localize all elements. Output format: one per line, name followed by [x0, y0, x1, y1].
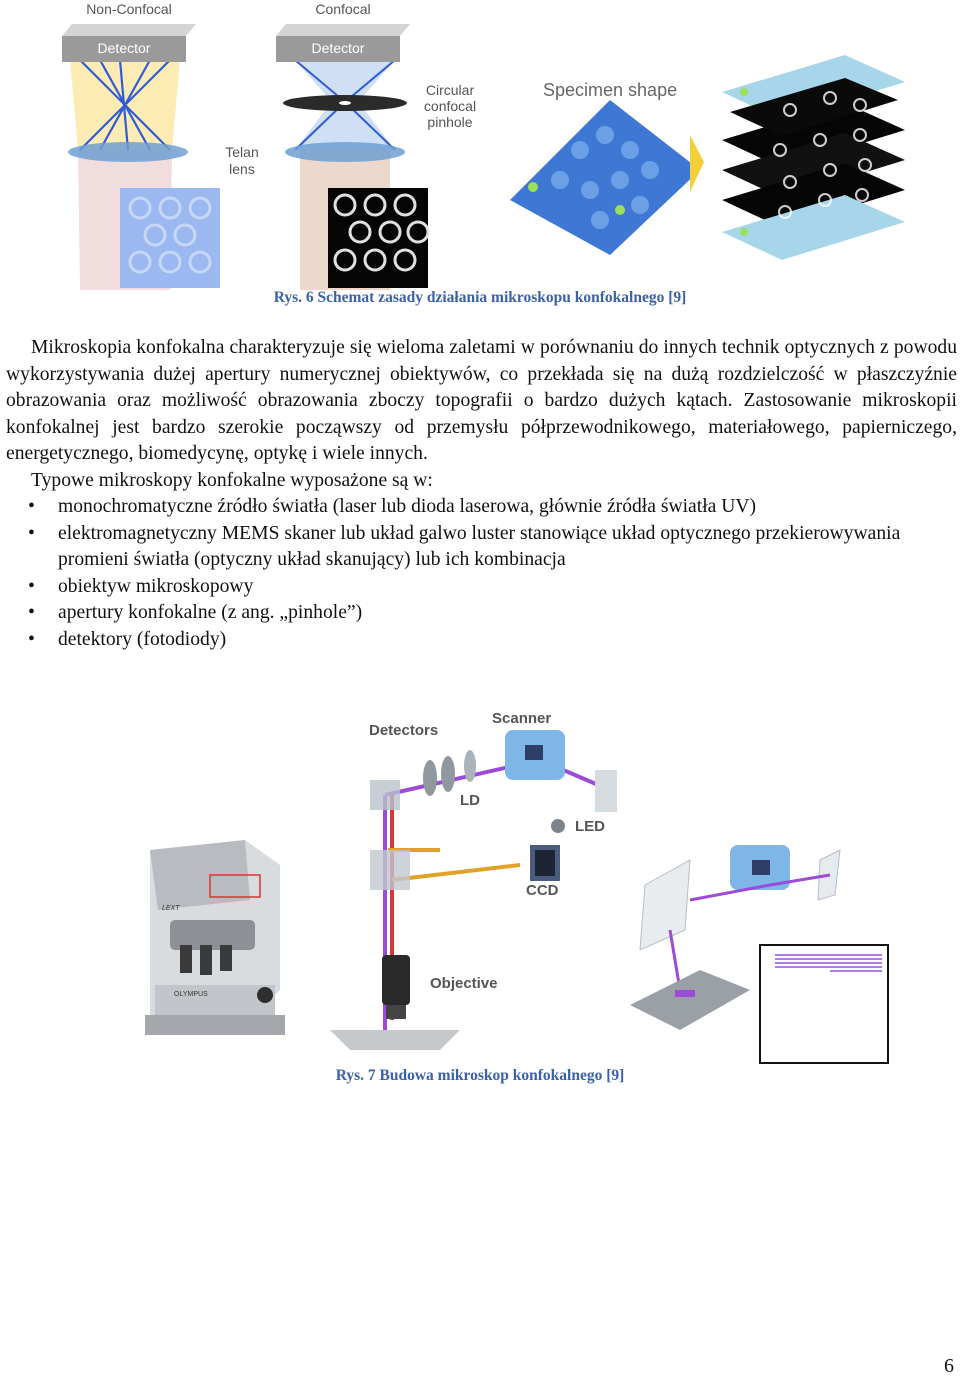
label-non-confocal: Non-Confocal	[86, 1, 172, 17]
list-item: •monochromatyczne źródło światła (laser …	[6, 494, 957, 521]
equipment-lead: Typowe mikroskopy konfokalne wyposażone …	[31, 469, 433, 491]
confocal-principle-diagram	[62, 24, 905, 290]
microscope-device-image	[145, 840, 285, 1035]
bullet-icon: •	[28, 575, 35, 597]
label-specimen-shape: Specimen shape	[543, 80, 678, 100]
label-ld: LD	[460, 792, 480, 809]
label-detector-right: Detector	[311, 40, 365, 56]
list-item: •obiektyw mikroskopowy	[6, 574, 957, 601]
list-item: •apertury konfokalne (z ang. „pinhole”)	[6, 600, 957, 627]
list-item: •elektromagnetyczny MEMS skaner lub ukła…	[28, 522, 901, 571]
confocal-microscope-diagram	[145, 730, 889, 1064]
figure-2-caption: Rys. 7 Budowa mikroskop konfokalnego [9]	[335, 1067, 625, 1084]
device-model-text: LEXT	[162, 905, 180, 912]
label-scanner: Scanner	[492, 710, 552, 727]
label-led: LED	[575, 818, 605, 835]
bullet-icon: •	[28, 628, 35, 650]
figure-2: Detectors Scanner LD LED CCD Objective O…	[130, 700, 900, 1070]
paragraph-advantages: Mikroskopia konfokalna charakteryzuje si…	[6, 337, 957, 464]
page-number: 6	[944, 1355, 954, 1377]
label-ccd: CCD	[526, 882, 559, 899]
body-text: Mikroskopia konfokalna charakteryzuje si…	[6, 335, 957, 653]
bullet-icon: •	[28, 602, 35, 623]
figure-1: Non-Confocal Confocal Detector Detector …	[0, 0, 960, 300]
bullet-icon: •	[28, 496, 35, 517]
label-lens: Telan lens	[225, 144, 259, 177]
label-pinhole: Circular confocal pinhole	[423, 82, 477, 130]
label-detector-left: Detector	[97, 40, 151, 56]
label-confocal: Confocal	[315, 1, 371, 17]
figure-1-caption: Rys. 6 Schemat zasady działania mikrosko…	[273, 289, 687, 306]
list-item: •detektory (fotodiody)	[6, 627, 957, 654]
device-brand-text: OLYMPUS	[174, 991, 208, 998]
bullet-icon: •	[28, 522, 35, 544]
label-objective: Objective	[430, 975, 498, 992]
label-detectors: Detectors	[369, 722, 439, 739]
equipment-list: •monochromatyczne źródło światła (laser …	[6, 494, 957, 653]
